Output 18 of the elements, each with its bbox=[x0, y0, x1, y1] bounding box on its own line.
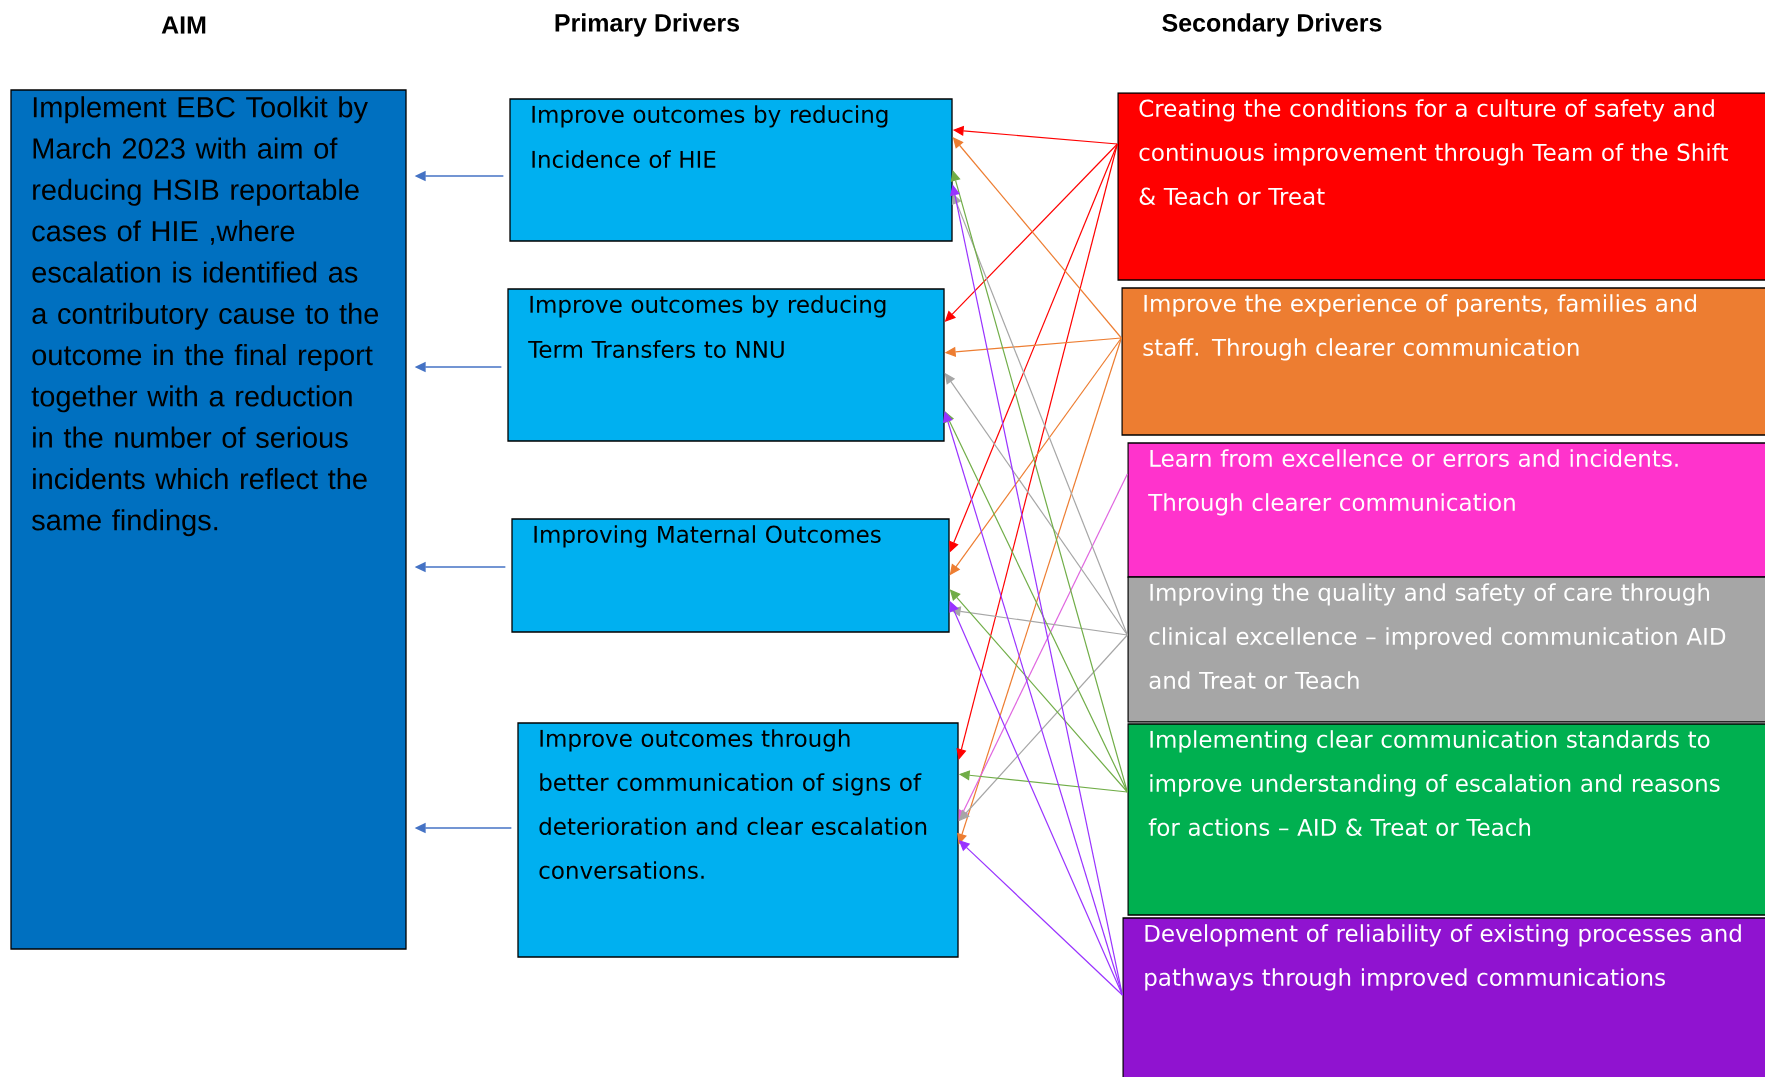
driver-box: Improve outcomes through better communication of signs of deterioration and clear escalation conversations. bbox=[517, 722, 959, 958]
driver-box: Improving Maternal Outcomes bbox=[511, 518, 950, 633]
driver-box: Implementing clear communication standards to improve understanding of escalation and reasons for actions – AID & Treat or Teach bbox=[1127, 723, 1765, 916]
arrow bbox=[944, 411, 1128, 793]
column-heading: AIM bbox=[161, 16, 206, 34]
column-heading: Primary Drivers bbox=[555, 13, 740, 37]
driver-box: Improve the experience of parents, families and staff. Through clearer communication bbox=[1121, 287, 1765, 436]
driver-box: Creating the conditions for a culture of safety and continuous improvement through Team of the Shift & Teach or Treat bbox=[1117, 92, 1765, 281]
arrow bbox=[950, 170, 1128, 793]
arrow bbox=[942, 411, 1123, 996]
driver-box: Development of reliability of existing processes and pathways through improved communications bbox=[1122, 917, 1765, 1077]
driver-box: Learn from excellence or errors and incidents. Through clearer communication bbox=[1127, 442, 1765, 578]
aim-box: Implement EBC Toolkit by March 2023 with aim of reducing HSIB reportable cases of HIE ,where escalation is identified as a contributory cause to the outcome in the final report together with a reduction in the number of serious incidents which reflect the same findings. bbox=[10, 89, 407, 950]
arrow bbox=[956, 143, 1118, 760]
driver-box: Improving the quality and safety of care through clinical excellence – improved communication AID and Treat or Teach bbox=[1127, 576, 1765, 723]
column-heading: Secondary Drivers bbox=[1162, 13, 1382, 37]
driver-box: Improve outcomes by reducing Term Transfers to NNU bbox=[507, 288, 945, 442]
driver-box: Improve outcomes by reducing Incidence of HIE bbox=[509, 98, 953, 242]
